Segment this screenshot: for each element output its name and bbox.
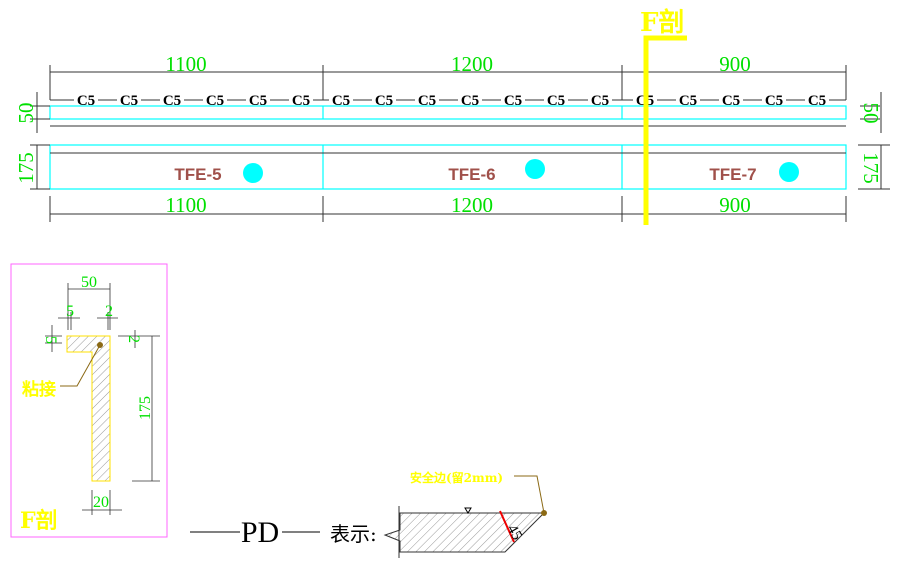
c5-label: C5 (375, 93, 393, 109)
c5-label: C5 (504, 93, 522, 109)
c5-label: C5 (808, 93, 826, 109)
c5-label: C5 (461, 93, 479, 109)
panel-label-tfe-6: TFE-6 (448, 165, 495, 184)
section-profile (66, 335, 111, 482)
angle-mark (499, 510, 515, 543)
dim-width-50: 50 (81, 274, 97, 291)
c5-label: C5 (163, 93, 181, 109)
section-marker-label: F剖 (640, 7, 684, 38)
triangle-mark-icon (464, 507, 472, 514)
left-dim-175: 175 (14, 152, 38, 184)
safety-edge-label: 安全边(留2mm) (410, 470, 503, 485)
left-dim-50: 50 (14, 103, 38, 124)
c5-label: C5 (292, 93, 310, 109)
c5-label: C5 (591, 93, 609, 109)
bottom-dim-3: 900 (719, 193, 751, 217)
section-title: F剖 (20, 508, 58, 534)
bond-label: 粘接 (22, 379, 56, 400)
c5-label: C5 (77, 93, 95, 109)
top-dim-3: 900 (719, 52, 751, 76)
dim-gap-2: 2 (125, 335, 142, 343)
c5-label: C5 (206, 93, 224, 109)
c5-label: C5 (120, 93, 138, 109)
marker-dot (779, 162, 799, 182)
dim-flange-5: 5 (42, 336, 59, 344)
section-cut-marker[interactable]: F剖 (640, 7, 687, 225)
top-dim-2: 1200 (451, 52, 493, 76)
dim-offset-2: 2 (105, 303, 113, 320)
panel-label-tfe-7: TFE-7 (709, 165, 756, 184)
dim-height-175: 175 (137, 396, 154, 420)
dim-web-20: 20 (93, 494, 109, 511)
c5-label: C5 (722, 93, 740, 109)
right-dim-175: 175 (859, 152, 883, 184)
c5-label: C5 (547, 93, 565, 109)
bottom-dim-1: 1100 (165, 193, 206, 217)
bottom-dim-2: 1200 (451, 193, 493, 217)
c5-label: C5 (249, 93, 267, 109)
right-dim-50: 50 (859, 103, 883, 124)
c5-label: C5 (332, 93, 350, 109)
c5-label: C5 (765, 93, 783, 109)
dim-offset-5: 5 (66, 303, 74, 320)
angle-label: 45 (504, 522, 525, 543)
c5-label: C5 (418, 93, 436, 109)
marker-dot (243, 163, 263, 183)
pd-means: 表示: (330, 522, 377, 546)
top-dim-1: 1100 (165, 52, 206, 76)
bond-leader (60, 344, 101, 387)
panel-bands (49, 105, 847, 190)
plan-view: 1100 1200 900 C5 C5 C5 C5 C5 C5 C5 C5 C5 C5 C5 C5 C5… (14, 7, 890, 225)
pd-legend: PD 表示: 45 安全边(留2mm) (190, 470, 547, 558)
panel-label-tfe-5: TFE-5 (174, 165, 221, 184)
marker-dot (525, 159, 545, 179)
c5-label: C5 (679, 93, 697, 109)
pd-code: PD (241, 516, 279, 549)
section-detail: 50 5 2 5 2 175 20 粘接 F剖 (10, 263, 168, 538)
bottom-dimension-line (49, 196, 847, 222)
section-frame (10, 263, 168, 538)
side-dimension-lines (30, 92, 890, 190)
